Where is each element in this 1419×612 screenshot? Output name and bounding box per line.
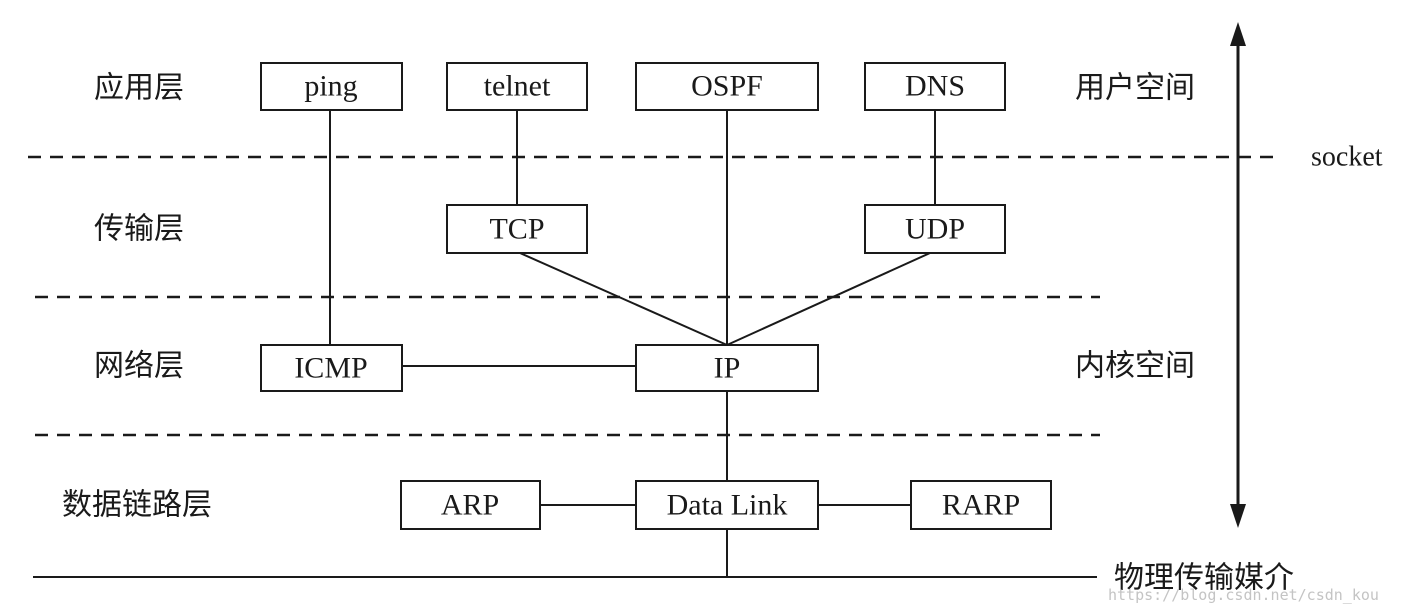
- svg-text:OSPF: OSPF: [691, 70, 763, 103]
- node-icmp: ICMP: [260, 344, 403, 392]
- svg-text:telnet: telnet: [484, 70, 551, 103]
- connector-udp-ip: [726, 252, 931, 346]
- physical-medium-label: 物理传输媒介: [1114, 561, 1294, 596]
- user-space-label: 用户空间: [1075, 71, 1195, 106]
- node-ospf: OSPF: [635, 62, 819, 111]
- svg-text:ping: ping: [304, 70, 357, 103]
- svg-text:TCP: TCP: [489, 213, 544, 246]
- svg-text:UDP: UDP: [905, 213, 965, 246]
- kernel-space-label: 内核空间: [1075, 349, 1195, 384]
- node-telnet: telnet: [446, 62, 588, 111]
- socket-label: socket: [1311, 142, 1383, 173]
- node-ping: ping: [260, 62, 403, 111]
- vertical-double-arrow: [1230, 22, 1246, 528]
- watermark-text: https://blog.csdn.net/csdn_kou: [1108, 586, 1379, 604]
- connector-tcp-ip: [519, 252, 728, 346]
- layer-label-datalink: 数据链路层: [62, 488, 212, 523]
- layer-label-application: 应用层: [94, 71, 184, 106]
- node-tcp: TCP: [446, 204, 588, 254]
- node-dns: DNS: [864, 62, 1006, 111]
- layer-label-network: 网络层: [94, 349, 184, 384]
- svg-text:DNS: DNS: [905, 70, 965, 103]
- node-rarp: RARP: [910, 480, 1052, 530]
- node-datalink: Data Link: [635, 480, 819, 530]
- svg-text:RARP: RARP: [942, 489, 1020, 522]
- svg-text:ICMP: ICMP: [294, 352, 367, 385]
- svg-text:Data Link: Data Link: [667, 489, 788, 522]
- svg-text:IP: IP: [714, 352, 741, 385]
- node-udp: UDP: [864, 204, 1006, 254]
- connectors: [329, 110, 936, 577]
- node-ip: IP: [635, 344, 819, 392]
- node-arp: ARP: [400, 480, 541, 530]
- layer-label-transport: 传输层: [94, 212, 184, 247]
- arrow-down-icon: [1230, 504, 1246, 528]
- svg-text:ARP: ARP: [441, 489, 499, 522]
- arrow-up-icon: [1230, 22, 1246, 46]
